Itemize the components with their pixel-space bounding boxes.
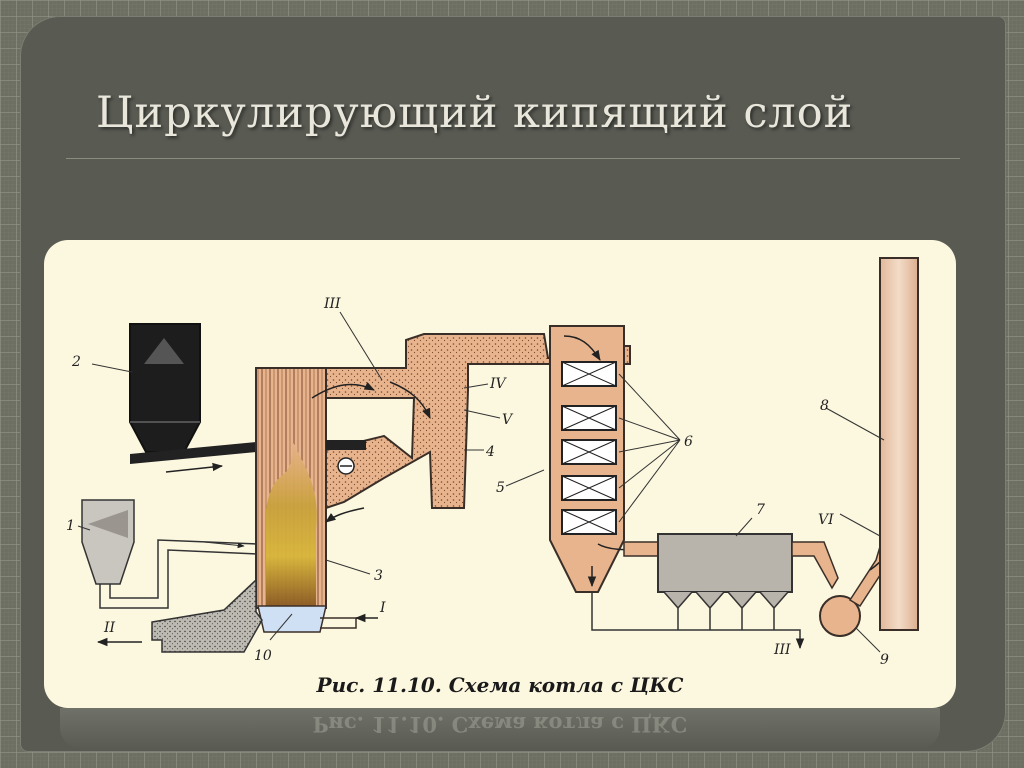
- label-3: 3: [374, 568, 383, 584]
- furnace-3: [255, 367, 357, 633]
- boiler-diagram: 2 1 3 4 5 6 7 8 9 10 I II III III IV V V…: [66, 257, 919, 697]
- label-4: 4: [485, 444, 495, 460]
- duct-filter: [623, 541, 659, 557]
- label-8: 8: [820, 398, 829, 414]
- label-1: 1: [66, 518, 75, 534]
- caption-reflection: Рис. 11.10. Схема котла с ЦКС: [60, 708, 940, 748]
- figure-caption: Рис. 11.10. Схема котла с ЦКС: [316, 673, 684, 697]
- chimney-8: [879, 257, 919, 631]
- label-6: 6: [684, 434, 693, 450]
- label-roman-IV: IV: [489, 376, 508, 392]
- slide-title: Циркулирующий кипящий слой: [96, 88, 854, 138]
- label-roman-I: I: [379, 600, 386, 616]
- label-10: 10: [254, 648, 272, 664]
- label-roman-V: V: [502, 412, 514, 428]
- ash-outlet: [151, 578, 263, 653]
- label-5: 5: [496, 480, 505, 496]
- ash-removal-line: [591, 592, 805, 650]
- bag-filter-7: [657, 533, 793, 630]
- diagram-card: 2 1 3 4 5 6 7 8 9 10 I II III III IV V V…: [44, 240, 956, 708]
- label-7: 7: [756, 502, 765, 518]
- heat-exchanger-6: [561, 361, 681, 535]
- cyclone-4: [311, 333, 631, 523]
- fuel-conveyor: [130, 442, 256, 464]
- label-roman-VI: VI: [818, 512, 834, 528]
- fuel-hopper-2: [129, 323, 201, 453]
- leader-lines: [77, 311, 885, 653]
- sorbent-hopper-1: [81, 499, 259, 609]
- caption-reflection-text: Рис. 11.10. Схема котла с ЦКС: [312, 712, 688, 737]
- label-roman-II: II: [103, 620, 116, 636]
- label-roman-III-bottom: III: [773, 642, 791, 658]
- label-roman-III-top: III: [323, 296, 341, 312]
- exhaust-fan-9: [791, 538, 895, 637]
- label-2: 2: [71, 354, 81, 370]
- label-9: 9: [880, 652, 889, 668]
- conveyor-arrow: [165, 462, 224, 473]
- title-underline: [66, 158, 960, 159]
